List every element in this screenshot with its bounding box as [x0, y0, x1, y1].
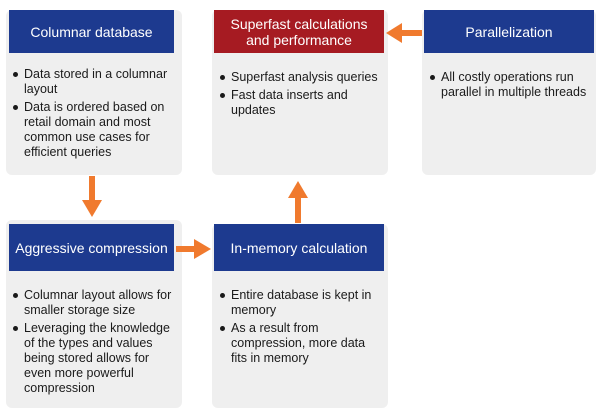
superfast-header: Superfast calculations and performance: [214, 10, 384, 53]
bullet-item: Data is ordered based on retail domain a…: [11, 100, 179, 160]
arrow-parallelization-to-superfast: [386, 23, 422, 43]
bullet-item: Entire database is kept in memory: [218, 288, 384, 318]
bullet-item: Columnar layout allows for smaller stora…: [11, 288, 179, 318]
parallelization-bullets: All costly operations run parallel in mu…: [428, 70, 592, 103]
arrow-columnar-to-compression: [82, 176, 102, 217]
columnar-database-header: Columnar database: [9, 10, 174, 53]
parallelization-header: Parallelization: [424, 10, 594, 53]
bullet-item: Leveraging the knowledge of the types an…: [11, 321, 179, 396]
arrow-in-memory-to-superfast: [288, 181, 308, 223]
bullet-item: Data stored in a columnar layout: [11, 67, 179, 97]
in-memory-bullets: Entire database is kept in memory As a r…: [218, 288, 384, 369]
bullet-item: All costly operations run parallel in mu…: [428, 70, 592, 100]
bullet-item: Superfast analysis queries: [218, 70, 384, 85]
compression-header: Aggressive compression: [9, 224, 174, 271]
arrow-compression-to-in-memory: [176, 239, 211, 259]
bullet-item: As a result from compression, more data …: [218, 321, 384, 366]
in-memory-header: In-memory calculation: [214, 224, 384, 271]
columnar-database-bullets: Data stored in a columnar layout Data is…: [11, 67, 179, 163]
bullet-item: Fast data inserts and updates: [218, 88, 384, 118]
compression-bullets: Columnar layout allows for smaller stora…: [11, 288, 179, 399]
superfast-bullets: Superfast analysis queries Fast data ins…: [218, 70, 384, 121]
